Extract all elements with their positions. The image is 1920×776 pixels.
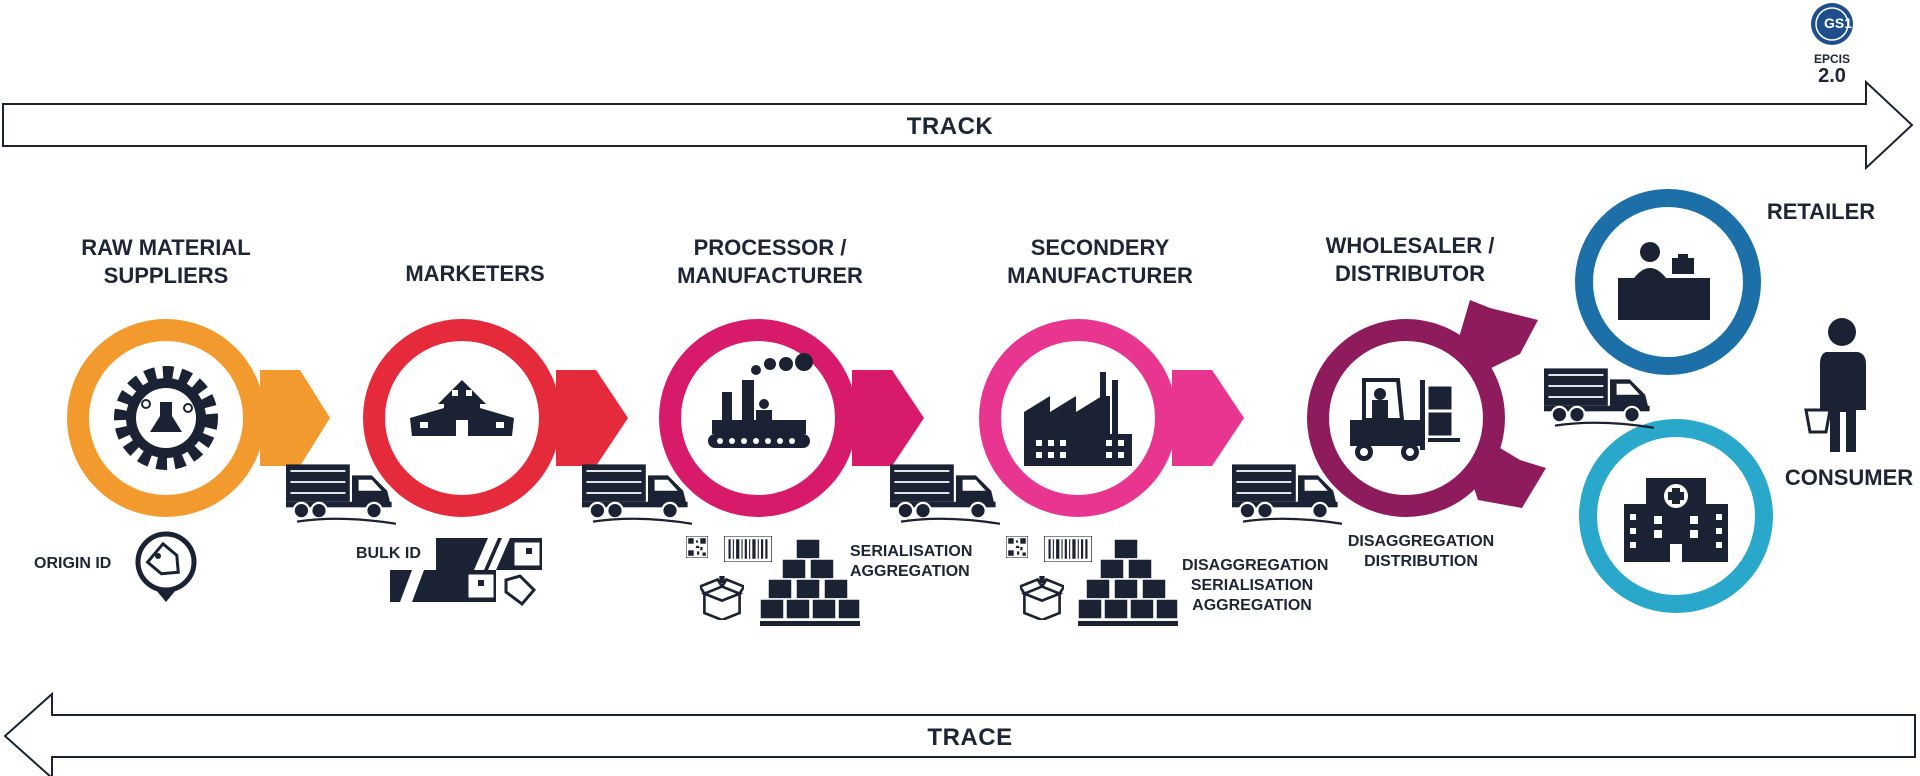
open-box-icon (1020, 576, 1064, 620)
stage-processor (659, 319, 924, 517)
track-arrow (2, 79, 1914, 171)
bulk-id-labels-icon (390, 538, 542, 607)
truck-icon (582, 463, 692, 525)
secondary-event-1: DISAGGREGATION (1182, 557, 1329, 574)
consumer-title: CONSUMER (1784, 465, 1914, 490)
raw-material-title-line2: SUPPLIERS (103, 262, 229, 288)
trace-label: TRACE (927, 724, 1013, 751)
cashier-icon (1618, 242, 1710, 320)
factory-icon (1024, 372, 1132, 466)
secondary-event-2: SERIALISATION (1190, 577, 1314, 594)
secondary-title-line1: SECONDERY (1030, 235, 1170, 260)
track-label: TRACK (906, 113, 994, 140)
house-icon (410, 380, 514, 436)
truck-icon (890, 463, 1000, 525)
forklift-icon (1350, 378, 1460, 461)
pallet-boxes-icon (1078, 538, 1178, 627)
wholesaler-event-1: DISAGGREGATION (1347, 533, 1495, 550)
raw-material-title-line1: RAW MATERIAL (81, 235, 251, 260)
stage-raw-material (67, 319, 330, 517)
wholesaler-events: DISAGGREGATION DISTRIBUTION (1346, 532, 1496, 572)
hospital-icon (1624, 478, 1728, 562)
stage-hospital (1579, 419, 1773, 613)
qr-code-icon (1006, 536, 1028, 558)
trace-arrow (3, 691, 1916, 776)
origin-tag-icon (135, 531, 197, 602)
wholesaler-event-2: DISTRIBUTION (1364, 553, 1478, 570)
epcis-label: EPCIS (1813, 52, 1850, 66)
gs1-logo (1811, 3, 1853, 45)
consumer-icon (1804, 318, 1866, 452)
stage-retailer (1575, 189, 1761, 375)
gs1-logo-text: GS1 (1824, 15, 1853, 31)
stage-secondary (979, 319, 1244, 517)
processor-title: PROCESSOR / MANUFACTURER (650, 234, 890, 289)
marketers-title: MARKETERS (405, 261, 545, 286)
retailer-title: RETAILER (1766, 199, 1876, 224)
truck-icon (286, 463, 396, 525)
qr-code-icon (686, 536, 708, 558)
epcis-version: 2.0 (1818, 65, 1846, 87)
raw-material-title: RAW MATERIAL SUPPLIERS (56, 234, 276, 289)
bulk-id-label: BULK ID (356, 545, 421, 562)
processor-title-line1: PROCESSOR / (693, 235, 847, 260)
secondary-title-line2: MANUFACTURER (1007, 262, 1193, 288)
processor-events: SERIALISATION AGGREGATION (850, 542, 980, 582)
gear-flask-icon (114, 366, 218, 470)
pallet-boxes-icon (760, 538, 860, 627)
secondary-event-3: AGGREGATION (1192, 597, 1312, 614)
stage-marketers (363, 319, 628, 517)
wholesaler-title: WHOLESALER / DISTRIBUTOR (1300, 232, 1520, 287)
stage-wholesaler (1307, 300, 1546, 517)
factory-conveyor-icon (708, 353, 813, 448)
origin-id-label: ORIGIN ID (34, 555, 112, 572)
processor-event-2: AGGREGATION (850, 563, 970, 580)
barcode-icon (1044, 536, 1092, 562)
barcode-icon (724, 536, 772, 562)
wholesaler-title-line2: DISTRIBUTOR (1335, 260, 1485, 286)
secondary-title: SECONDERY MANUFACTURER (980, 234, 1220, 289)
open-box-icon (700, 576, 744, 620)
truck-icon (1544, 367, 1654, 429)
processor-title-line2: MANUFACTURER (677, 262, 863, 288)
secondary-events: DISAGGREGATION SERIALISATION AGGREGATION (1182, 556, 1329, 616)
processor-event-1: SERIALISATION (850, 543, 973, 560)
wholesaler-title-line1: WHOLESALER / (1325, 233, 1495, 258)
